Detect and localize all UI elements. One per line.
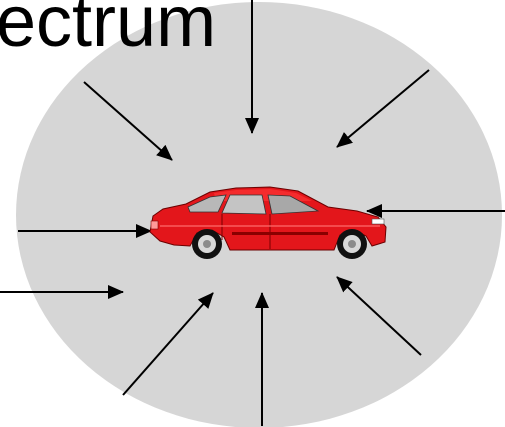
arrow-bottom-right: [336, 276, 422, 356]
red-car-icon: [149, 186, 387, 259]
car-taillight: [150, 220, 159, 230]
car-rear-wheel: [192, 229, 222, 259]
car-headlight: [371, 218, 385, 225]
car-front-window: [267, 194, 320, 215]
car-middle-window: [221, 194, 267, 215]
arrow-top-right: [336, 69, 430, 148]
slide-title-fragment: ectrum: [0, 0, 217, 62]
arrow-bottom-left: [122, 292, 214, 396]
car-rear-window: [187, 194, 227, 213]
car-side-trim: [232, 232, 328, 235]
arrow-top-left: [83, 81, 173, 161]
car-front-wheel: [337, 229, 367, 259]
